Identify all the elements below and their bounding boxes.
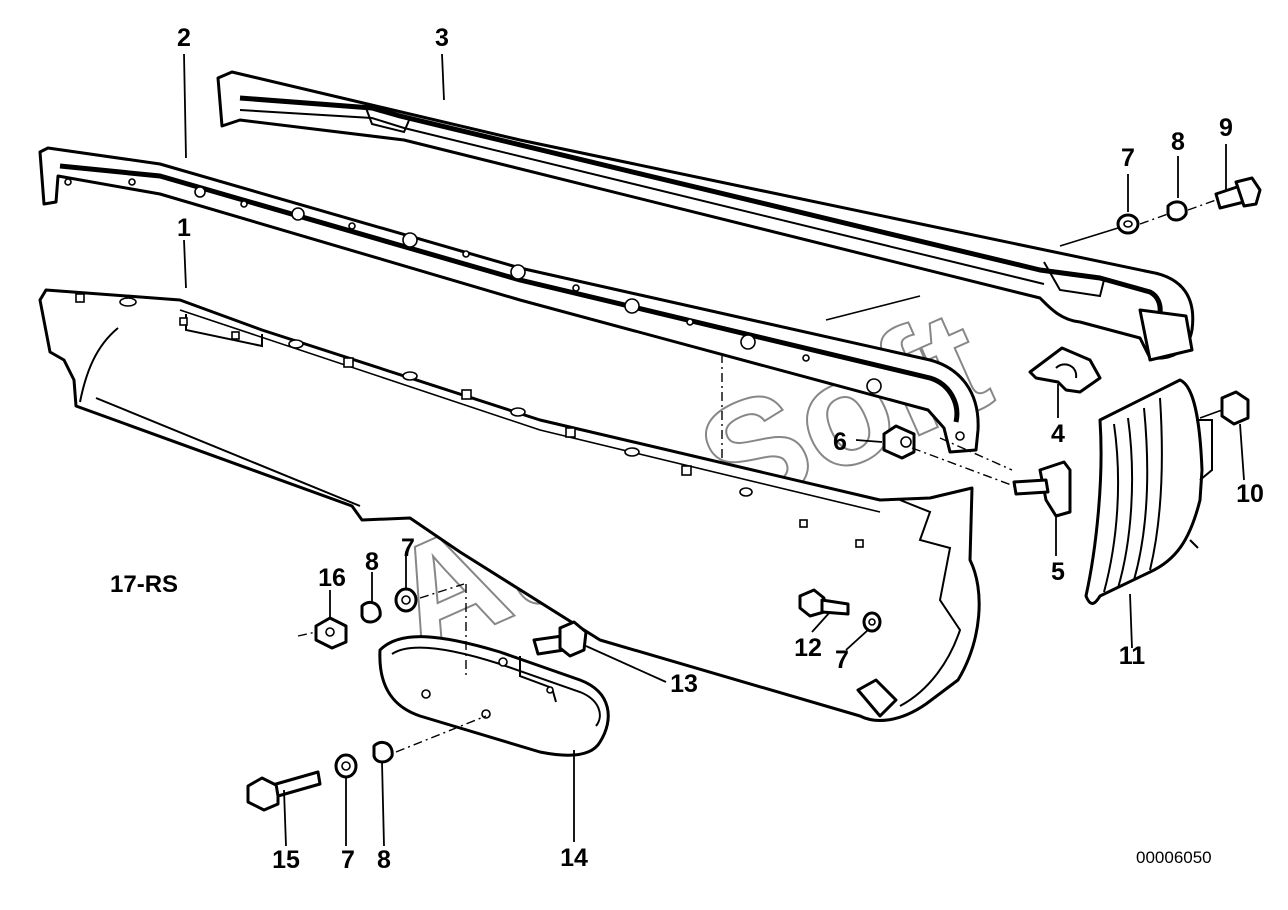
callout-4: 4 bbox=[1051, 420, 1065, 448]
part-9-bolt bbox=[1214, 176, 1262, 210]
cover-clip-tabs bbox=[75, 293, 864, 548]
callout-2: 2 bbox=[177, 24, 191, 52]
part-12-bolt bbox=[798, 588, 850, 618]
callout-labels: 1 2 3 4 5 6 7 7 7 7 8 8 8 9 10 11 12 13 … bbox=[177, 24, 1264, 874]
callout-8-left: 8 bbox=[365, 548, 379, 576]
part-1-bumper-cover bbox=[38, 288, 981, 722]
reference-number: 00006050 bbox=[1136, 848, 1212, 867]
part-5-bolt-plate bbox=[1012, 460, 1072, 518]
callout-8-top: 8 bbox=[1171, 128, 1185, 156]
part-11-end-cap bbox=[1084, 378, 1213, 605]
callout-15: 15 bbox=[272, 846, 300, 874]
rail-holes bbox=[64, 178, 965, 441]
callout-1: 1 bbox=[177, 214, 191, 242]
part-10-nut bbox=[1199, 390, 1250, 426]
part-2-carrier-rail bbox=[38, 146, 980, 454]
callout-8-bottom: 8 bbox=[377, 846, 391, 874]
callout-9: 9 bbox=[1219, 114, 1233, 142]
callout-11: 11 bbox=[1119, 642, 1146, 670]
part-16-nut bbox=[314, 616, 348, 650]
callout-12: 12 bbox=[794, 634, 822, 662]
callout-5: 5 bbox=[1051, 558, 1065, 586]
part-7-washer-bottom bbox=[334, 753, 358, 779]
callout-10: 10 bbox=[1236, 480, 1264, 508]
part-7-washer-top bbox=[1116, 213, 1140, 235]
part-8-lock-washer-bottom bbox=[372, 740, 394, 764]
part-3-rubber-strip bbox=[216, 70, 1195, 362]
callout-7-right: 7 bbox=[835, 646, 849, 674]
alignment-dash-lines bbox=[297, 199, 1217, 753]
part-15-bolt bbox=[246, 770, 322, 812]
part-8-lock-washer-top bbox=[1166, 200, 1188, 222]
part-7-washer-left bbox=[394, 587, 418, 613]
callout-7-left: 7 bbox=[401, 534, 415, 562]
callout-14: 14 bbox=[560, 844, 588, 872]
group-code-label: 17-RS bbox=[110, 571, 178, 598]
callout-16: 16 bbox=[318, 564, 346, 592]
part-14-bracket bbox=[378, 635, 610, 757]
part-8-lock-washer-left bbox=[360, 600, 382, 624]
callout-6: 6 bbox=[833, 428, 847, 456]
callout-7-top: 7 bbox=[1121, 144, 1135, 172]
callout-3: 3 bbox=[435, 24, 449, 52]
part-7-washer-right bbox=[862, 611, 882, 633]
part-13-bolt bbox=[532, 620, 588, 658]
part-6-nut bbox=[882, 424, 916, 460]
callout-13: 13 bbox=[670, 670, 698, 698]
part-4-clip bbox=[1028, 346, 1102, 394]
leader-lines bbox=[183, 53, 1245, 847]
callout-7-bottom: 7 bbox=[341, 846, 355, 874]
